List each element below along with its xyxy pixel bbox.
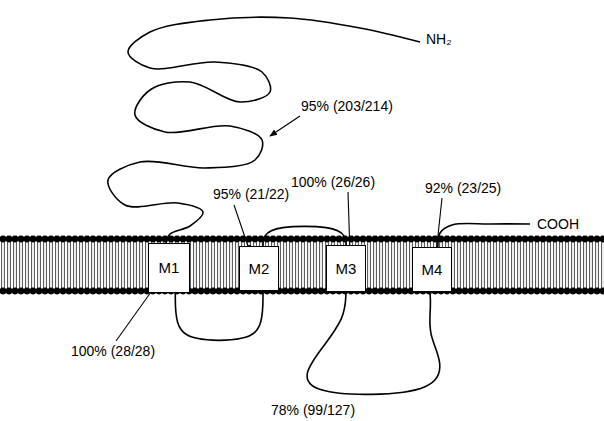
loop-connector <box>175 291 263 340</box>
leader-line <box>116 285 156 341</box>
transmembrane-segment: M1 <box>148 243 190 293</box>
segment-name: M1 <box>159 259 180 277</box>
loop-connector <box>263 226 346 246</box>
transmembrane-segment: M4 <box>412 247 452 292</box>
identity-value: 95% (203/214) <box>300 98 394 114</box>
leader-line <box>436 198 442 254</box>
terminus-label: COOH <box>536 216 580 232</box>
lipid-bilayer <box>0 234 604 296</box>
identity-value: 100% (26/26) <box>290 174 376 190</box>
segment-name: M4 <box>422 261 443 279</box>
identity-value: 95% (21/22) <box>212 186 290 202</box>
leader-line <box>234 205 250 252</box>
n-terminal-domain <box>108 17 420 243</box>
terminus-label: NH₂ <box>425 31 453 47</box>
transmembrane-segment: M2 <box>239 246 279 291</box>
segment-name: M2 <box>249 260 270 278</box>
segment-name: M3 <box>336 260 357 278</box>
identity-value: 100% (28/28) <box>70 343 156 359</box>
leader-line <box>270 116 300 136</box>
identity-value: 78% (99/127) <box>270 402 356 418</box>
loop-connector <box>307 292 440 394</box>
identity-value: 92% (23/25) <box>424 180 502 196</box>
transmembrane-segment: M3 <box>326 245 366 292</box>
c-terminal-tail <box>438 223 530 248</box>
